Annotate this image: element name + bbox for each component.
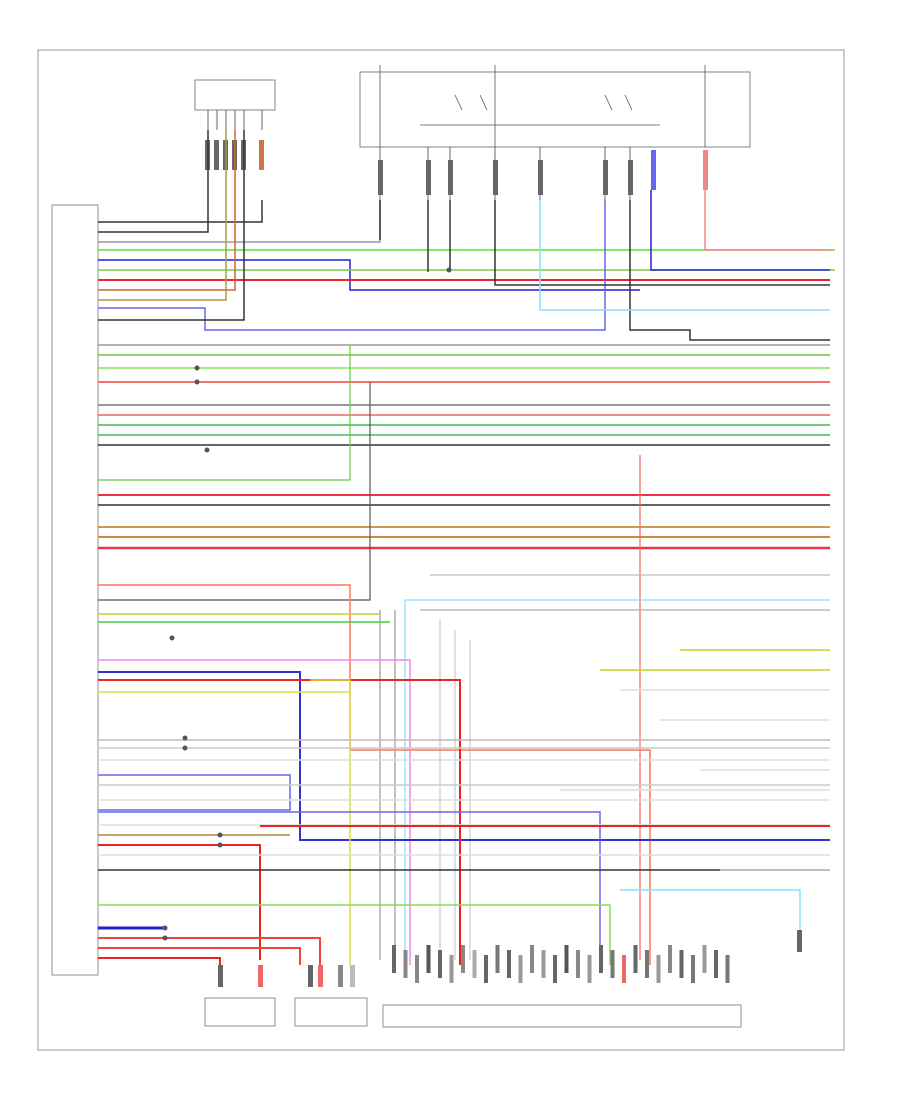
connector-pin: [610, 950, 615, 978]
connector-pin: [622, 955, 626, 983]
bottom-component-mid: [294, 965, 368, 1027]
connector-pin: [518, 955, 523, 983]
connector-pin: [679, 950, 684, 978]
connector-pin: [438, 950, 442, 978]
connector-pin: [702, 945, 707, 973]
connector-pin: [426, 945, 431, 973]
connector-pins: [392, 945, 730, 983]
connector-pin: [564, 945, 569, 973]
right-side-wires: [98, 190, 830, 550]
connector-pin: [507, 950, 511, 978]
connector-pin: [553, 955, 557, 983]
connector-pin: [461, 945, 465, 973]
connector-pin: [633, 945, 638, 973]
connector-pin: [541, 950, 546, 978]
connector-pin: [656, 955, 661, 983]
bottom-connector-large: [382, 945, 742, 1028]
inline-markers: [162, 267, 452, 941]
connector-pin: [576, 950, 580, 978]
connector-pin: [484, 955, 488, 983]
connector-pin: [495, 945, 500, 973]
connector-pin: [530, 945, 534, 973]
bottom-right-component: [797, 930, 802, 952]
connector-pin: [472, 950, 477, 978]
connector-pin: [587, 955, 592, 983]
connector-pin: [725, 955, 730, 983]
top-relay-box: [359, 65, 751, 200]
connector-pin: [668, 945, 672, 973]
connector-pin: [392, 945, 396, 973]
connector-pin: [449, 955, 454, 983]
ecm-top-wires: [98, 130, 835, 331]
diagram-frame: [37, 49, 845, 1051]
lower-wires: [98, 584, 830, 965]
bottom-component-left: [204, 965, 276, 1027]
connector-pin: [415, 955, 419, 983]
connector-pin: [645, 950, 649, 978]
ecm-block: [51, 204, 99, 976]
connector-pin: [599, 945, 603, 973]
connector-pin: [691, 955, 695, 983]
connector-pin: [714, 950, 718, 978]
vertical-feeders: [98, 345, 830, 960]
connector-pin: [403, 950, 408, 978]
